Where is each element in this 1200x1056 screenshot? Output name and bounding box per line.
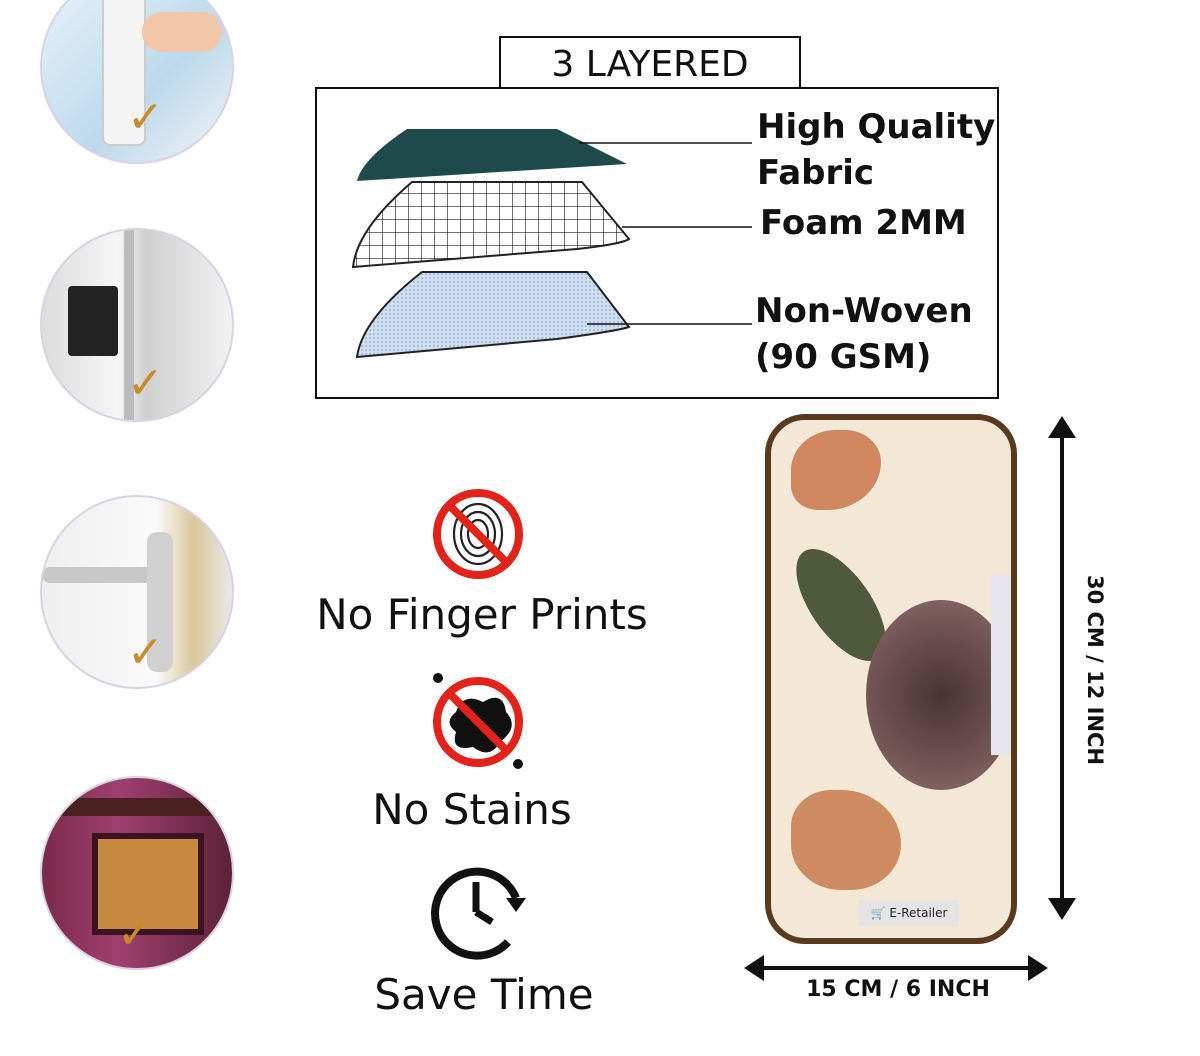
layers-title-box: 3 LAYERED (499, 36, 801, 88)
nonwoven-label: Non-Woven (90 GSM) (755, 289, 973, 381)
layers-illustration (351, 129, 752, 359)
height-arrow (1048, 416, 1076, 920)
checkmark-icon: ✓ (127, 358, 164, 409)
checkmark-icon: ✓ (127, 627, 164, 678)
no-fingerprint-icon (433, 489, 523, 579)
use-microwave-image: ✓ (40, 776, 234, 970)
width-arrow (744, 955, 1048, 981)
brand-name: E-Retailer (889, 906, 948, 920)
handle-cover-product-image: 🛒 E-Retailer (765, 414, 1017, 944)
feature-no-stains: No Stains (372, 785, 572, 834)
clock-icon (431, 867, 526, 960)
fabric-layer (357, 129, 627, 181)
label-line: High Quality (757, 107, 996, 147)
use-fridge-door-image: ✓ (40, 228, 234, 422)
label-line: Non-Woven (755, 291, 973, 331)
height-dimension: 30 CM / 12 INCH (1083, 574, 1107, 766)
no-stain-icon (433, 673, 523, 769)
checkmark-icon: ✓ (117, 908, 154, 959)
foam-label: Foam 2MM (760, 203, 967, 243)
width-dimension: 15 CM / 6 INCH (806, 977, 990, 1002)
checkmark-icon: ✓ (127, 92, 164, 143)
label-line: Fabric (757, 152, 875, 193)
brand-label: 🛒 E-Retailer (859, 900, 959, 926)
layers-title: 3 LAYERED (551, 44, 749, 85)
use-fridge-handle-image: ✓ (40, 0, 234, 164)
label-line: (90 GSM) (755, 336, 932, 377)
feature-save-time: Save Time (374, 970, 594, 1019)
nonwoven-layer (355, 271, 631, 359)
foam-layer (351, 181, 631, 269)
use-door-handle-image: ✓ (40, 495, 234, 689)
feature-no-finger-prints: No Finger Prints (316, 590, 648, 639)
